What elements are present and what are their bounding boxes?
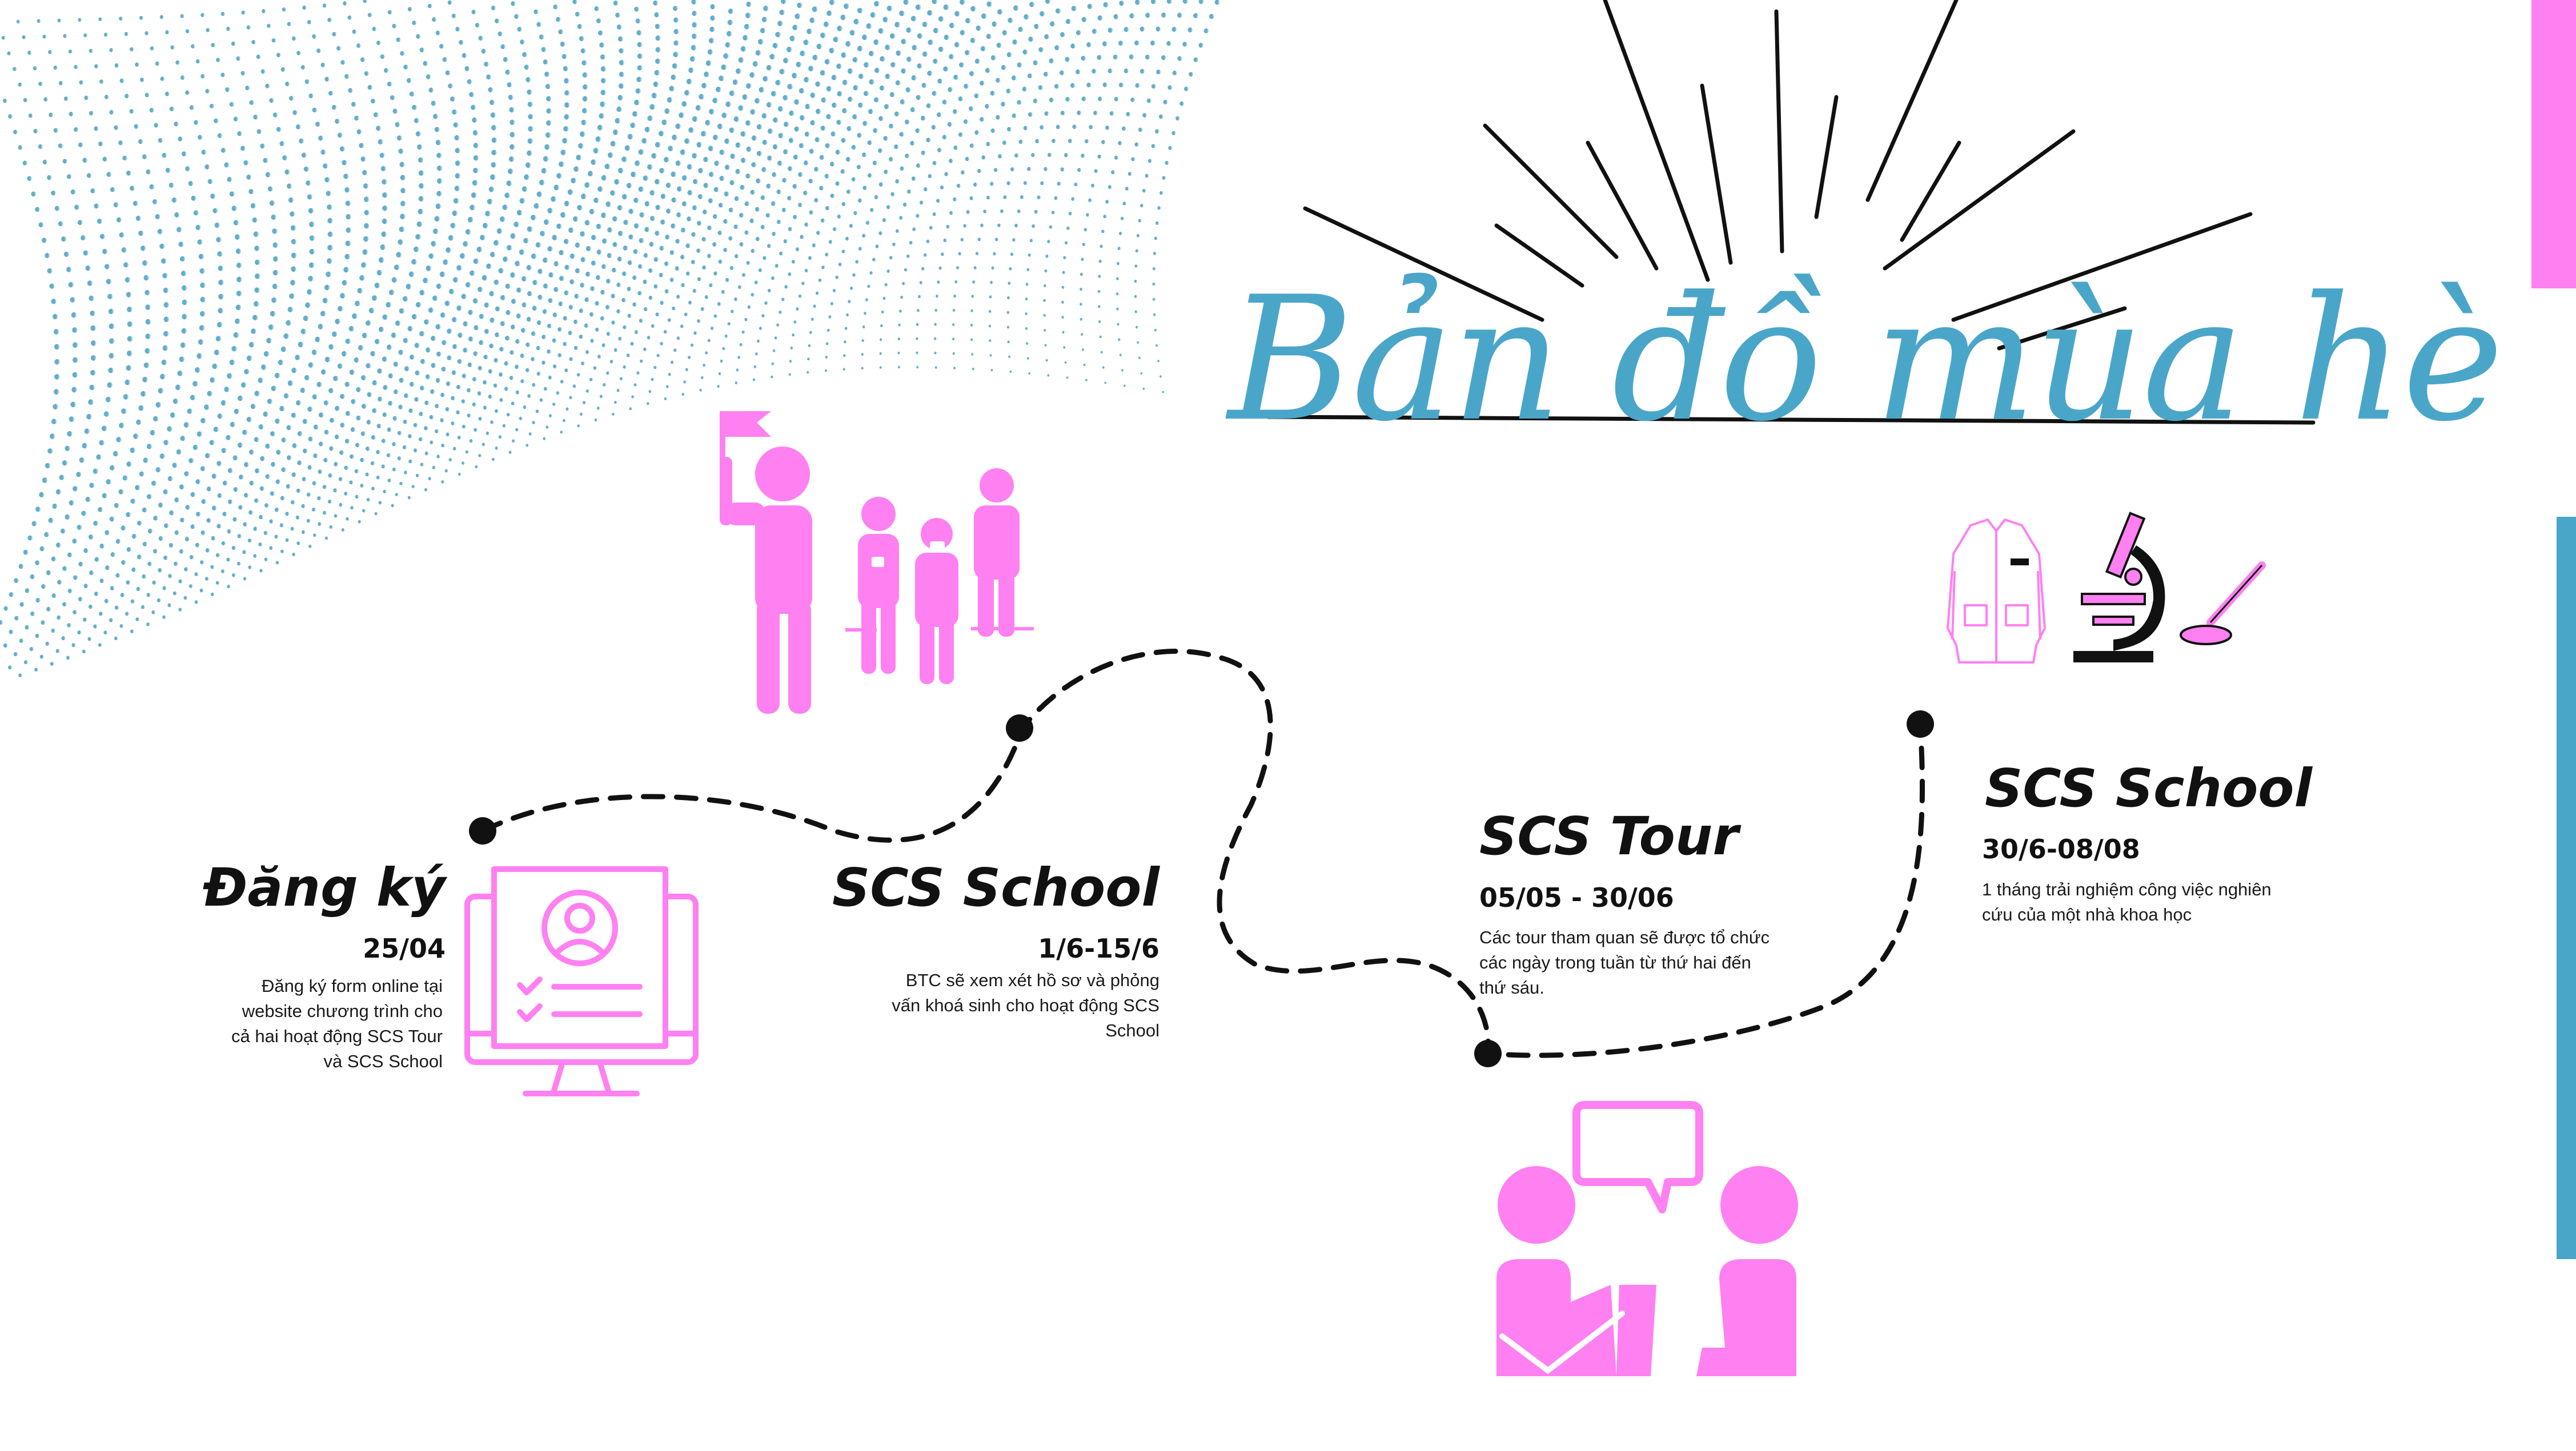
route-point-3 [1474,1040,1502,1067]
milestone-3-heading: SCS Tour [1479,806,1739,867]
blue-side-bar [2557,517,2576,1259]
milestone-1-date: 25/04 [363,933,446,964]
milestone-2-heading: SCS School [832,857,1159,918]
route-point-1 [469,817,496,845]
milestone-4-description: 1 tháng trải nghiệm công việc nghiên cứu… [1982,879,2272,925]
milestone-2-date: 1/6-15/6 [1038,933,1159,964]
interview-chat-icon [1496,1101,1798,1376]
sunburst-lines-decoration [1266,0,2316,425]
lab-coat-microscope-icon [1947,512,2266,664]
milestone-4-date: 30/6-08/08 [1982,834,2140,865]
route-point-4 [1907,710,1934,738]
dotted-wave-decoration [0,0,1220,677]
milestone-3-description: Các tour tham quan sẽ được tổ chức các n… [1479,927,1770,998]
milestone-4-heading: SCS School [1985,758,2313,819]
milestone-1-description: Đăng ký form online tại website chương t… [231,976,443,1071]
dashed-route-path [480,649,1925,1058]
online-form-monitor-icon [464,866,699,1096]
tour-group-icon [720,411,1034,714]
milestone-3-date: 05/05 - 30/06 [1479,882,1674,913]
pink-side-bar [2531,0,2576,288]
milestone-2-description: BTC sẽ xem xét hồ sơ và phỏng vấn khoá s… [892,970,1159,1040]
milestone-1-heading: Đăng ký [203,857,446,918]
route-point-2 [1006,714,1033,742]
page-title: Bản đồ mùa hè [1228,260,2504,459]
